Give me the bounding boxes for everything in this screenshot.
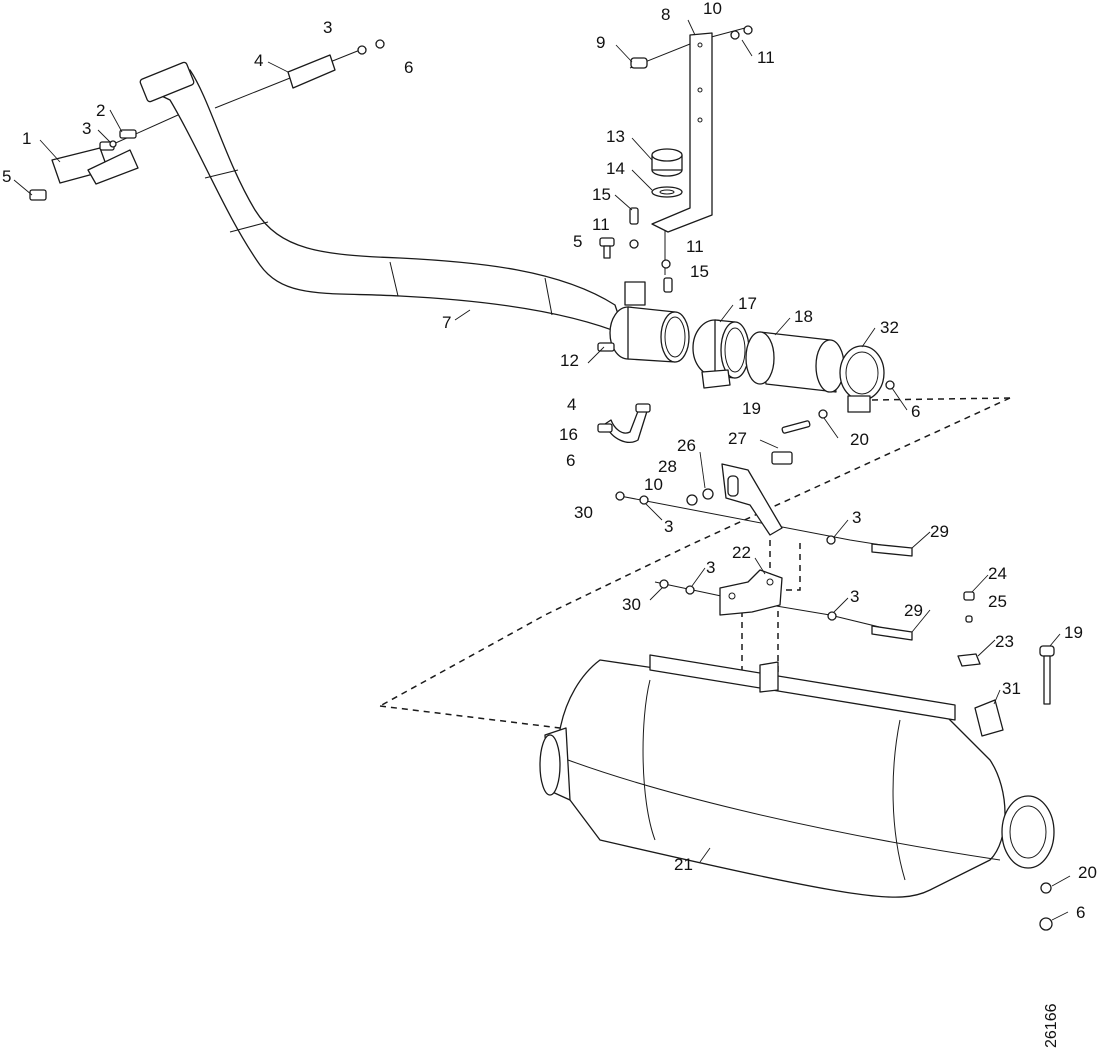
callout-27: 27 (728, 429, 747, 448)
callout-3: 3 (850, 587, 859, 606)
connecting-sleeve (692, 319, 895, 413)
callout-3: 3 (706, 558, 715, 577)
callout-5: 5 (2, 167, 11, 186)
callout-12: 12 (560, 351, 579, 370)
callout-28: 28 (658, 457, 677, 476)
mount-bolts (599, 207, 673, 293)
callout-4: 4 (567, 395, 576, 414)
callout-leaders (13, 19, 1071, 921)
callout-13: 13 (606, 127, 625, 146)
callout-20: 20 (850, 430, 869, 449)
callout-3: 3 (82, 119, 91, 138)
pipe-clamp-bracket (597, 281, 690, 363)
callout-29: 29 (904, 601, 923, 620)
callout-1: 1 (22, 129, 31, 148)
callout-10: 10 (644, 475, 663, 494)
callout-20: 20 (1078, 863, 1097, 882)
callout-15: 15 (690, 262, 709, 281)
callout-8: 8 (661, 5, 670, 24)
callout-6: 6 (566, 451, 575, 470)
callout-3: 3 (323, 18, 332, 37)
callout-19: 19 (742, 399, 761, 418)
callout-11: 11 (686, 237, 704, 256)
hanger-bracket (630, 25, 753, 233)
callout-10: 10 (703, 0, 722, 18)
rubber-mount (651, 148, 683, 198)
small-strap-bracket (597, 403, 828, 443)
callout-11: 11 (592, 215, 610, 234)
callout-18: 18 (794, 307, 813, 326)
front-exhaust-pipe (139, 61, 626, 336)
top-pipe-clamp (287, 39, 385, 89)
callout-2: 2 (96, 101, 105, 120)
callout-3: 3 (664, 517, 673, 536)
callout-9: 9 (596, 33, 605, 52)
callout-6: 6 (404, 58, 413, 77)
callout-16: 16 (559, 425, 578, 444)
callout-26: 26 (677, 436, 696, 455)
rear-mount-parts (957, 591, 1055, 931)
callout-3: 3 (852, 508, 861, 527)
callout-14: 14 (606, 159, 625, 178)
callout-7: 7 (442, 313, 451, 332)
callout-11: 11 (757, 48, 775, 67)
callout-22: 22 (732, 543, 751, 562)
callout-15: 15 (592, 185, 611, 204)
callout-30: 30 (622, 595, 641, 614)
callout-6: 6 (1076, 903, 1085, 922)
drawing-number: 26166 (1043, 1003, 1060, 1048)
upper-bracket (615, 451, 913, 557)
callout-5: 5 (573, 232, 582, 251)
rear-silencer (539, 654, 1055, 898)
callout-labels: 1 2 3 5 3 4 6 7 8 10 9 11 13 14 15 11 5 … (2, 0, 1097, 922)
left-clamp-assembly (29, 129, 139, 201)
callout-31: 31 (1002, 679, 1021, 698)
callout-23: 23 (995, 632, 1014, 651)
callout-6: 6 (911, 402, 920, 421)
callout-17: 17 (738, 294, 757, 313)
callout-32: 32 (880, 318, 899, 337)
callout-30: 30 (574, 503, 593, 522)
callout-19: 19 (1064, 623, 1083, 642)
callout-24: 24 (988, 564, 1007, 583)
callout-4: 4 (254, 51, 263, 70)
callout-21: 21 (674, 855, 693, 874)
callout-25: 25 (988, 592, 1007, 611)
callout-29: 29 (930, 522, 949, 541)
lower-bracket (659, 569, 913, 641)
